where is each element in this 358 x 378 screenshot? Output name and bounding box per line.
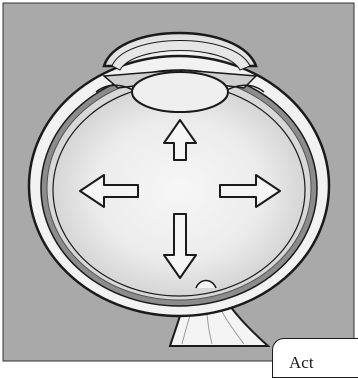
act-tab-label: Act bbox=[289, 353, 314, 373]
eye-diagram bbox=[0, 0, 358, 367]
act-tab[interactable]: Act bbox=[272, 338, 358, 378]
lens bbox=[132, 72, 228, 112]
